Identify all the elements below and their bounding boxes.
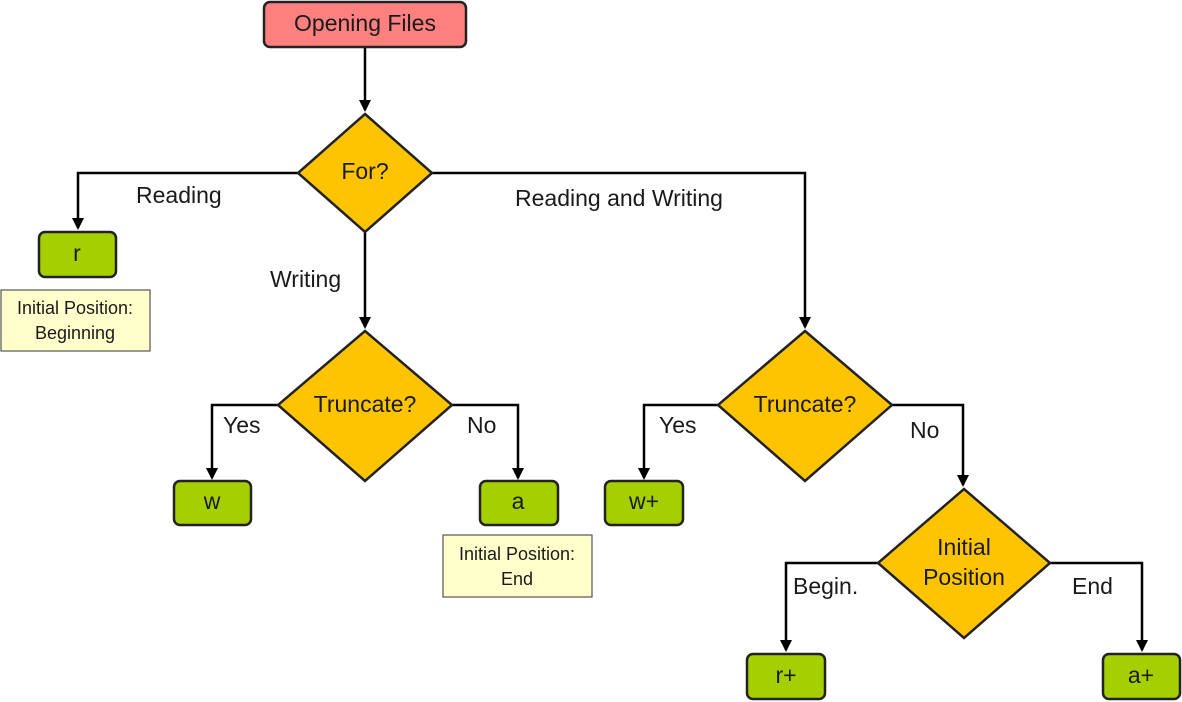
mode-r-label: r — [73, 240, 81, 266]
decision-truncate-writing: Truncate? — [276, 329, 454, 483]
edge-truncate-rw-to-w-plus — [638, 403, 718, 480]
edge-truncate-rw-to-initial-position — [892, 403, 969, 487]
edges — [72, 47, 1148, 652]
mode-w-plus: w+ — [603, 479, 685, 527]
note-r-line1: Initial Position: — [17, 298, 133, 318]
note-a: Initial Position: End — [442, 534, 593, 598]
decision-truncate-writing-label: Truncate? — [314, 391, 417, 417]
mode-w: w — [172, 479, 253, 527]
mode-a-plus-label: a+ — [1128, 662, 1154, 688]
start-node: Opening Files — [262, 0, 468, 49]
decision-initial-position-line1: Initial — [937, 534, 991, 560]
note-a-line1: Initial Position: — [459, 544, 575, 564]
edge-labels: Reading Writing Reading and Writing Yes … — [136, 182, 1113, 599]
edge-initial-position-to-r-plus — [780, 561, 878, 652]
edge-purpose-to-r — [72, 171, 298, 230]
mode-w-label: w — [203, 488, 221, 514]
edge-label-no-rw: No — [910, 417, 939, 443]
edge-truncate-writing-to-w — [206, 403, 278, 480]
decision-initial-position-line2: Position — [923, 564, 1005, 590]
mode-r: r — [37, 230, 118, 279]
decision-purpose-label: For? — [341, 158, 388, 184]
edge-label-writing: Writing — [270, 266, 341, 292]
mode-a-label: a — [512, 488, 525, 514]
edge-truncate-writing-to-a — [452, 403, 524, 480]
decision-truncate-rw-label: Truncate? — [754, 391, 857, 417]
decision-truncate-rw: Truncate? — [716, 329, 894, 483]
note-a-line2: End — [501, 569, 533, 589]
edge-label-begin: Begin. — [793, 573, 858, 599]
edge-label-reading: Reading — [136, 182, 222, 208]
decision-purpose: For? — [296, 112, 434, 234]
mode-r-plus: r+ — [745, 652, 827, 701]
edge-label-yes-rw: Yes — [659, 412, 697, 438]
note-r-line2: Beginning — [35, 323, 115, 343]
mode-r-plus-label: r+ — [775, 662, 796, 688]
edge-label-reading-and-writing: Reading and Writing — [515, 185, 723, 211]
edge-label-yes-writing: Yes — [223, 412, 261, 438]
mode-a-plus: a+ — [1101, 652, 1182, 701]
edge-purpose-to-truncate-rw — [432, 171, 811, 329]
edge-label-no-writing: No — [467, 412, 496, 438]
edge-label-end: End — [1072, 573, 1113, 599]
note-r: Initial Position: Beginning — [0, 289, 151, 352]
edge-initial-position-to-a-plus — [1050, 561, 1148, 652]
decision-initial-position: Initial Position — [876, 487, 1052, 640]
mode-w-plus-label: w+ — [628, 488, 659, 514]
start-node-label: Opening Files — [294, 10, 436, 36]
mode-a: a — [478, 479, 560, 527]
